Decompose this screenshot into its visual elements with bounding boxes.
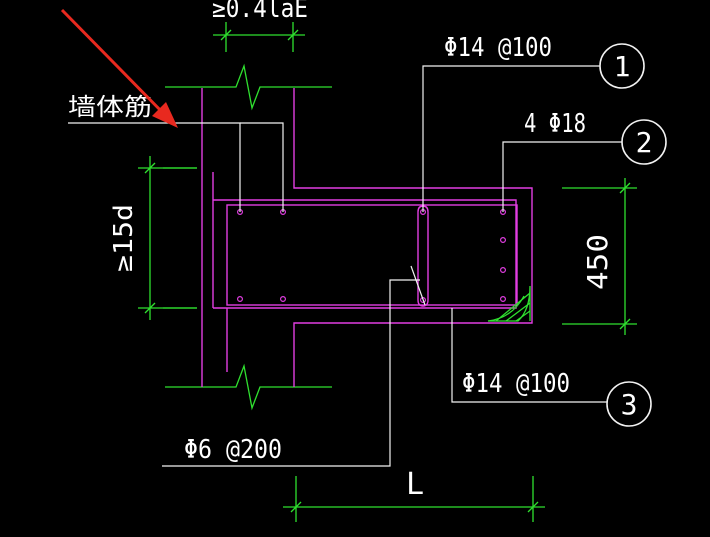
- leader-lines: [68, 65, 622, 467]
- bar2-spec-label: 4 Φ18: [524, 109, 586, 139]
- concrete-outline: [201, 88, 533, 387]
- length-label: L: [406, 467, 424, 502]
- callout-3-label: 3: [621, 388, 638, 421]
- callout-bubble-2: 2: [621, 119, 667, 165]
- callout-bubble-3: 3: [606, 381, 652, 427]
- stirrup-spec-label: Φ6 @200: [184, 435, 282, 465]
- corner-hatch: [487, 285, 531, 322]
- dimension-length: [283, 476, 545, 522]
- red-pointer-arrow-icon: [60, 8, 178, 128]
- top-anchorage-label: ≥0.4laE: [212, 0, 308, 24]
- wall-outline: [163, 63, 332, 411]
- rebar-points: [237, 209, 507, 304]
- beam-height-label: 450: [581, 234, 614, 290]
- dimension-anchor-length: [138, 156, 197, 320]
- anchor-length-label: ≥15d: [109, 204, 139, 272]
- rebar-cage: [212, 172, 518, 372]
- callout-bubble-1: 1: [599, 43, 645, 89]
- bar3-spec-label: Φ14 @100: [462, 369, 570, 399]
- callout-2-label: 2: [636, 126, 653, 159]
- dimension-beam-height: [562, 178, 637, 335]
- wall-rebar-label: 墙体筋: [68, 93, 152, 121]
- dimension-top-anchorage: [213, 22, 305, 52]
- callout-1-label: 1: [614, 50, 631, 83]
- bar1-spec-label: Φ14 @100: [444, 33, 552, 63]
